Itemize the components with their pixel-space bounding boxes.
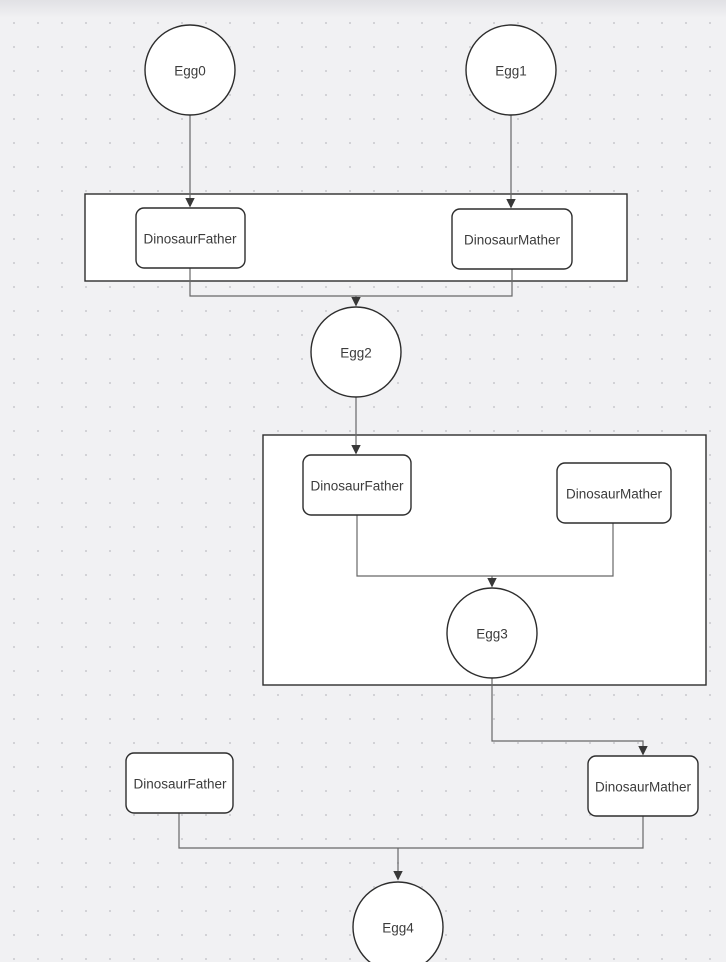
node-egg2[interactable]: Egg2: [310, 306, 402, 398]
edge-parents3-merge[interactable]: [178, 813, 644, 849]
node-dinosaur-mather-1-label: DinosaurMather: [464, 233, 561, 248]
node-egg4[interactable]: Egg4: [352, 881, 444, 962]
node-dinosaur-father-3-label: DinosaurFather: [133, 777, 227, 792]
node-dinosaur-father-2[interactable]: DinosaurFather: [302, 454, 412, 516]
node-egg3[interactable]: Egg3: [446, 587, 538, 679]
node-dinosaur-mather-3-label: DinosaurMather: [595, 780, 692, 795]
node-egg0-label: Egg0: [174, 64, 206, 79]
node-egg1-label: Egg1: [495, 64, 527, 79]
edge-egg3-mather3[interactable]: [491, 678, 648, 756]
node-egg0[interactable]: Egg0: [144, 24, 236, 116]
node-dinosaur-mather-2-label: DinosaurMather: [566, 487, 663, 502]
node-dinosaur-father-1[interactable]: DinosaurFather: [135, 207, 246, 269]
node-egg3-label: Egg3: [476, 627, 508, 642]
node-dinosaur-father-3[interactable]: DinosaurFather: [125, 752, 234, 814]
edge-parents2-merge[interactable]: [356, 515, 614, 577]
edge-parents1-merge[interactable]: [189, 268, 513, 297]
node-dinosaur-father-2-label: DinosaurFather: [310, 479, 404, 494]
node-dinosaur-father-1-label: DinosaurFather: [143, 232, 237, 247]
node-egg1[interactable]: Egg1: [465, 24, 557, 116]
node-egg2-label: Egg2: [340, 346, 372, 361]
node-dinosaur-mather-1[interactable]: DinosaurMather: [451, 208, 573, 270]
node-egg4-label: Egg4: [382, 921, 414, 936]
node-dinosaur-mather-2[interactable]: DinosaurMather: [556, 462, 672, 524]
node-dinosaur-mather-3[interactable]: DinosaurMather: [587, 755, 699, 817]
